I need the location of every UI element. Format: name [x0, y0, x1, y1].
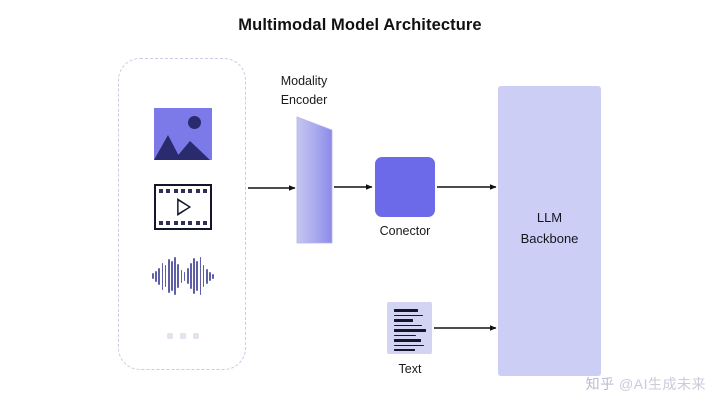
- text-input-label: Text: [398, 362, 422, 376]
- llm-backbone-label: LLM Backbone: [498, 207, 601, 249]
- modality-item-audio[interactable]: [119, 249, 247, 303]
- watermark-logo: 知乎: [585, 376, 615, 392]
- llm-backbone-label-line1: LLM: [536, 210, 563, 225]
- image-icon-sun: [188, 116, 201, 129]
- modality-item-video[interactable]: [119, 177, 247, 237]
- watermark-handle: @AI生成未来: [619, 376, 706, 392]
- connector-label: Conector: [379, 224, 431, 238]
- video-icon-perforations-top: [159, 189, 207, 193]
- document-icon-lines: [394, 309, 426, 352]
- ellipsis-icon: [167, 333, 199, 339]
- modality-item-more[interactable]: [119, 321, 247, 351]
- image-icon: [153, 107, 213, 161]
- image-icon-mountains: [154, 135, 210, 160]
- modality-encoder-label-line2: Encoder: [280, 93, 328, 107]
- document-icon[interactable]: [387, 302, 432, 354]
- llm-backbone-label-line2: Backbone: [520, 231, 579, 246]
- connector-box[interactable]: [375, 157, 435, 217]
- video-icon: [154, 184, 212, 230]
- llm-backbone-box[interactable]: [498, 86, 601, 376]
- modality-input-panel: [118, 58, 246, 370]
- modality-encoder-shape: [296, 116, 333, 244]
- audio-waveform-icon: [152, 256, 214, 296]
- play-icon-inner: [178, 201, 189, 213]
- modality-encoder-label: Modality Encoder: [252, 72, 356, 110]
- watermark: 知乎 @AI生成未来: [586, 374, 706, 394]
- page-title: Multimodal Model Architecture: [238, 16, 482, 34]
- modality-encoder-label-line1: Modality: [280, 74, 328, 88]
- video-icon-perforations-bottom: [159, 221, 207, 225]
- modality-item-image[interactable]: [119, 103, 247, 165]
